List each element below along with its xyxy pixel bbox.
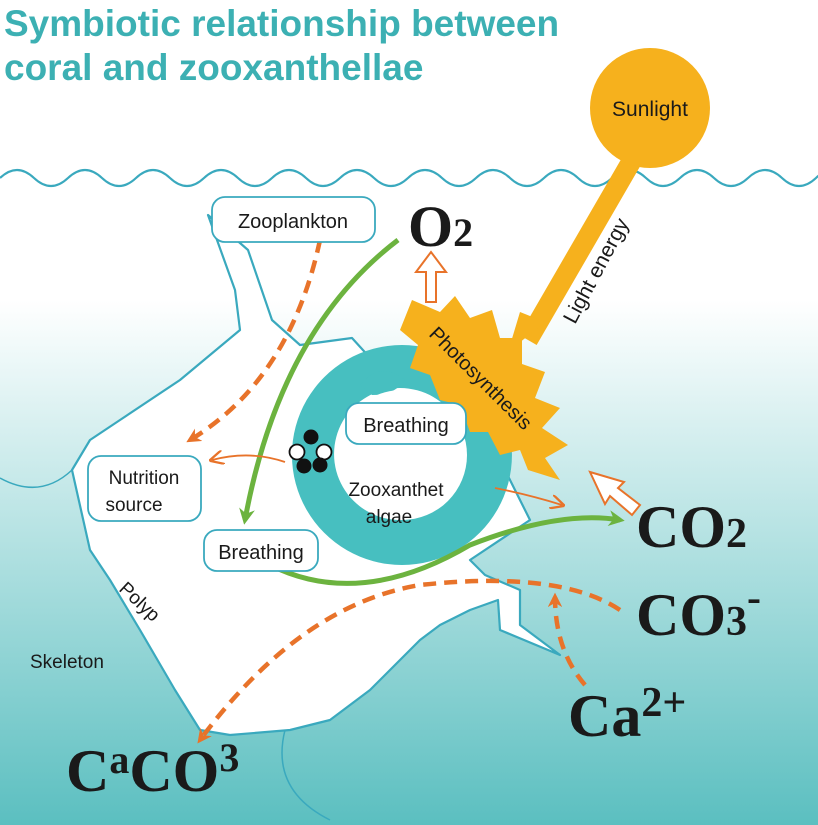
wave-line — [0, 168, 818, 188]
ca-formula: Ca2+ — [568, 680, 686, 749]
title-line-2: coral and zooxanthellae — [4, 47, 424, 88]
nutrition-label-1: Nutrition — [109, 468, 180, 489]
sunlight-label: Sunlight — [612, 98, 688, 121]
orange-arrow-to-caco3 — [197, 578, 622, 744]
co3-formula: CO3- — [636, 575, 761, 648]
burst-icon — [400, 296, 568, 480]
hollow-arrow-co2 — [588, 470, 642, 517]
breathing-algae-box — [345, 402, 467, 445]
diagram-title: Symbiotic relationship between coral and… — [4, 2, 704, 90]
orange-thin-arrow-to-co2 — [494, 487, 562, 505]
green-arrow-o2-to-breathing — [239, 238, 400, 525]
zooplankton-label: Zooplankton — [238, 211, 348, 233]
zooxanthellae-label-1: Zooxanthet — [348, 480, 444, 501]
dot-white-1 — [288, 443, 306, 461]
dot-white-2 — [315, 443, 333, 461]
zooplankton-box — [211, 196, 376, 243]
nutrition-label-2: source — [105, 495, 162, 516]
caco3-formula: CaCO3 — [66, 735, 239, 804]
dot-black-1 — [303, 429, 319, 445]
skeleton-line-bottom — [281, 729, 331, 821]
skeleton-line-left — [0, 469, 73, 489]
zooxanthellae-label-2: algae — [366, 507, 413, 528]
nutrition-box — [87, 455, 202, 522]
breathing-polyp-label: Breathing — [218, 542, 304, 564]
o2-formula: O2 — [408, 194, 473, 259]
dot-black-3 — [312, 457, 328, 473]
orange-thin-arrow-to-nutrition — [212, 455, 286, 462]
co2-formula: CO2 — [636, 494, 747, 560]
sun-icon — [590, 48, 710, 168]
dot-black-2 — [296, 458, 312, 474]
algae-spiral — [360, 371, 405, 395]
skeleton-label: Skeleton — [30, 652, 104, 673]
breathing-algae-label: Breathing — [363, 415, 449, 437]
green-arrow-breathing-to-co2 — [268, 510, 625, 586]
hollow-arrow-o2 — [414, 250, 448, 303]
sun-ray — [519, 144, 647, 346]
orange-arrow-zooplankton-to-nutrition — [186, 239, 323, 443]
title-line-1: Symbiotic relationship between — [4, 3, 560, 44]
breathing-polyp-box — [203, 529, 319, 572]
orange-arrow-ca — [547, 592, 587, 687]
